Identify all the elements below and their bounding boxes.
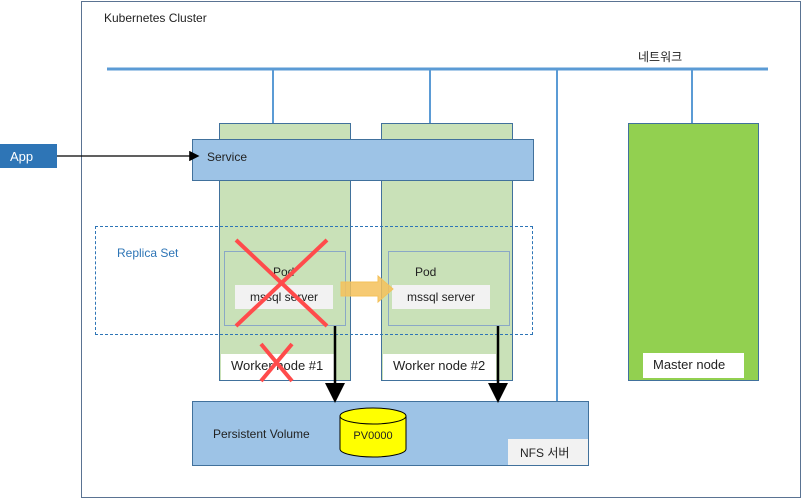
pod-2-app: mssql server [392, 285, 490, 309]
app-box: App [0, 144, 57, 168]
network-label: 네트워크 [638, 50, 683, 64]
volume-name: PV0000 [353, 430, 393, 442]
pod-2-title: Pod [415, 265, 437, 279]
replica-set-box [95, 226, 533, 335]
nfs-server-label: NFS 서버 [508, 439, 588, 465]
replica-set-label: Replica Set [117, 246, 179, 260]
migration-arrow [340, 274, 394, 304]
master-node-label: Master node [643, 353, 744, 378]
pod-failure-cross-icon [234, 238, 329, 328]
worker-node-2-label: Worker node #2 [383, 354, 496, 380]
service-box: Service [192, 139, 534, 181]
volume-cylinder-icon [339, 407, 407, 458]
node-failure-cross-icon [259, 342, 294, 383]
persistent-volume-label: Persistent Volume [213, 427, 310, 441]
cluster-title: Kubernetes Cluster [104, 11, 207, 25]
master-node [628, 123, 759, 381]
